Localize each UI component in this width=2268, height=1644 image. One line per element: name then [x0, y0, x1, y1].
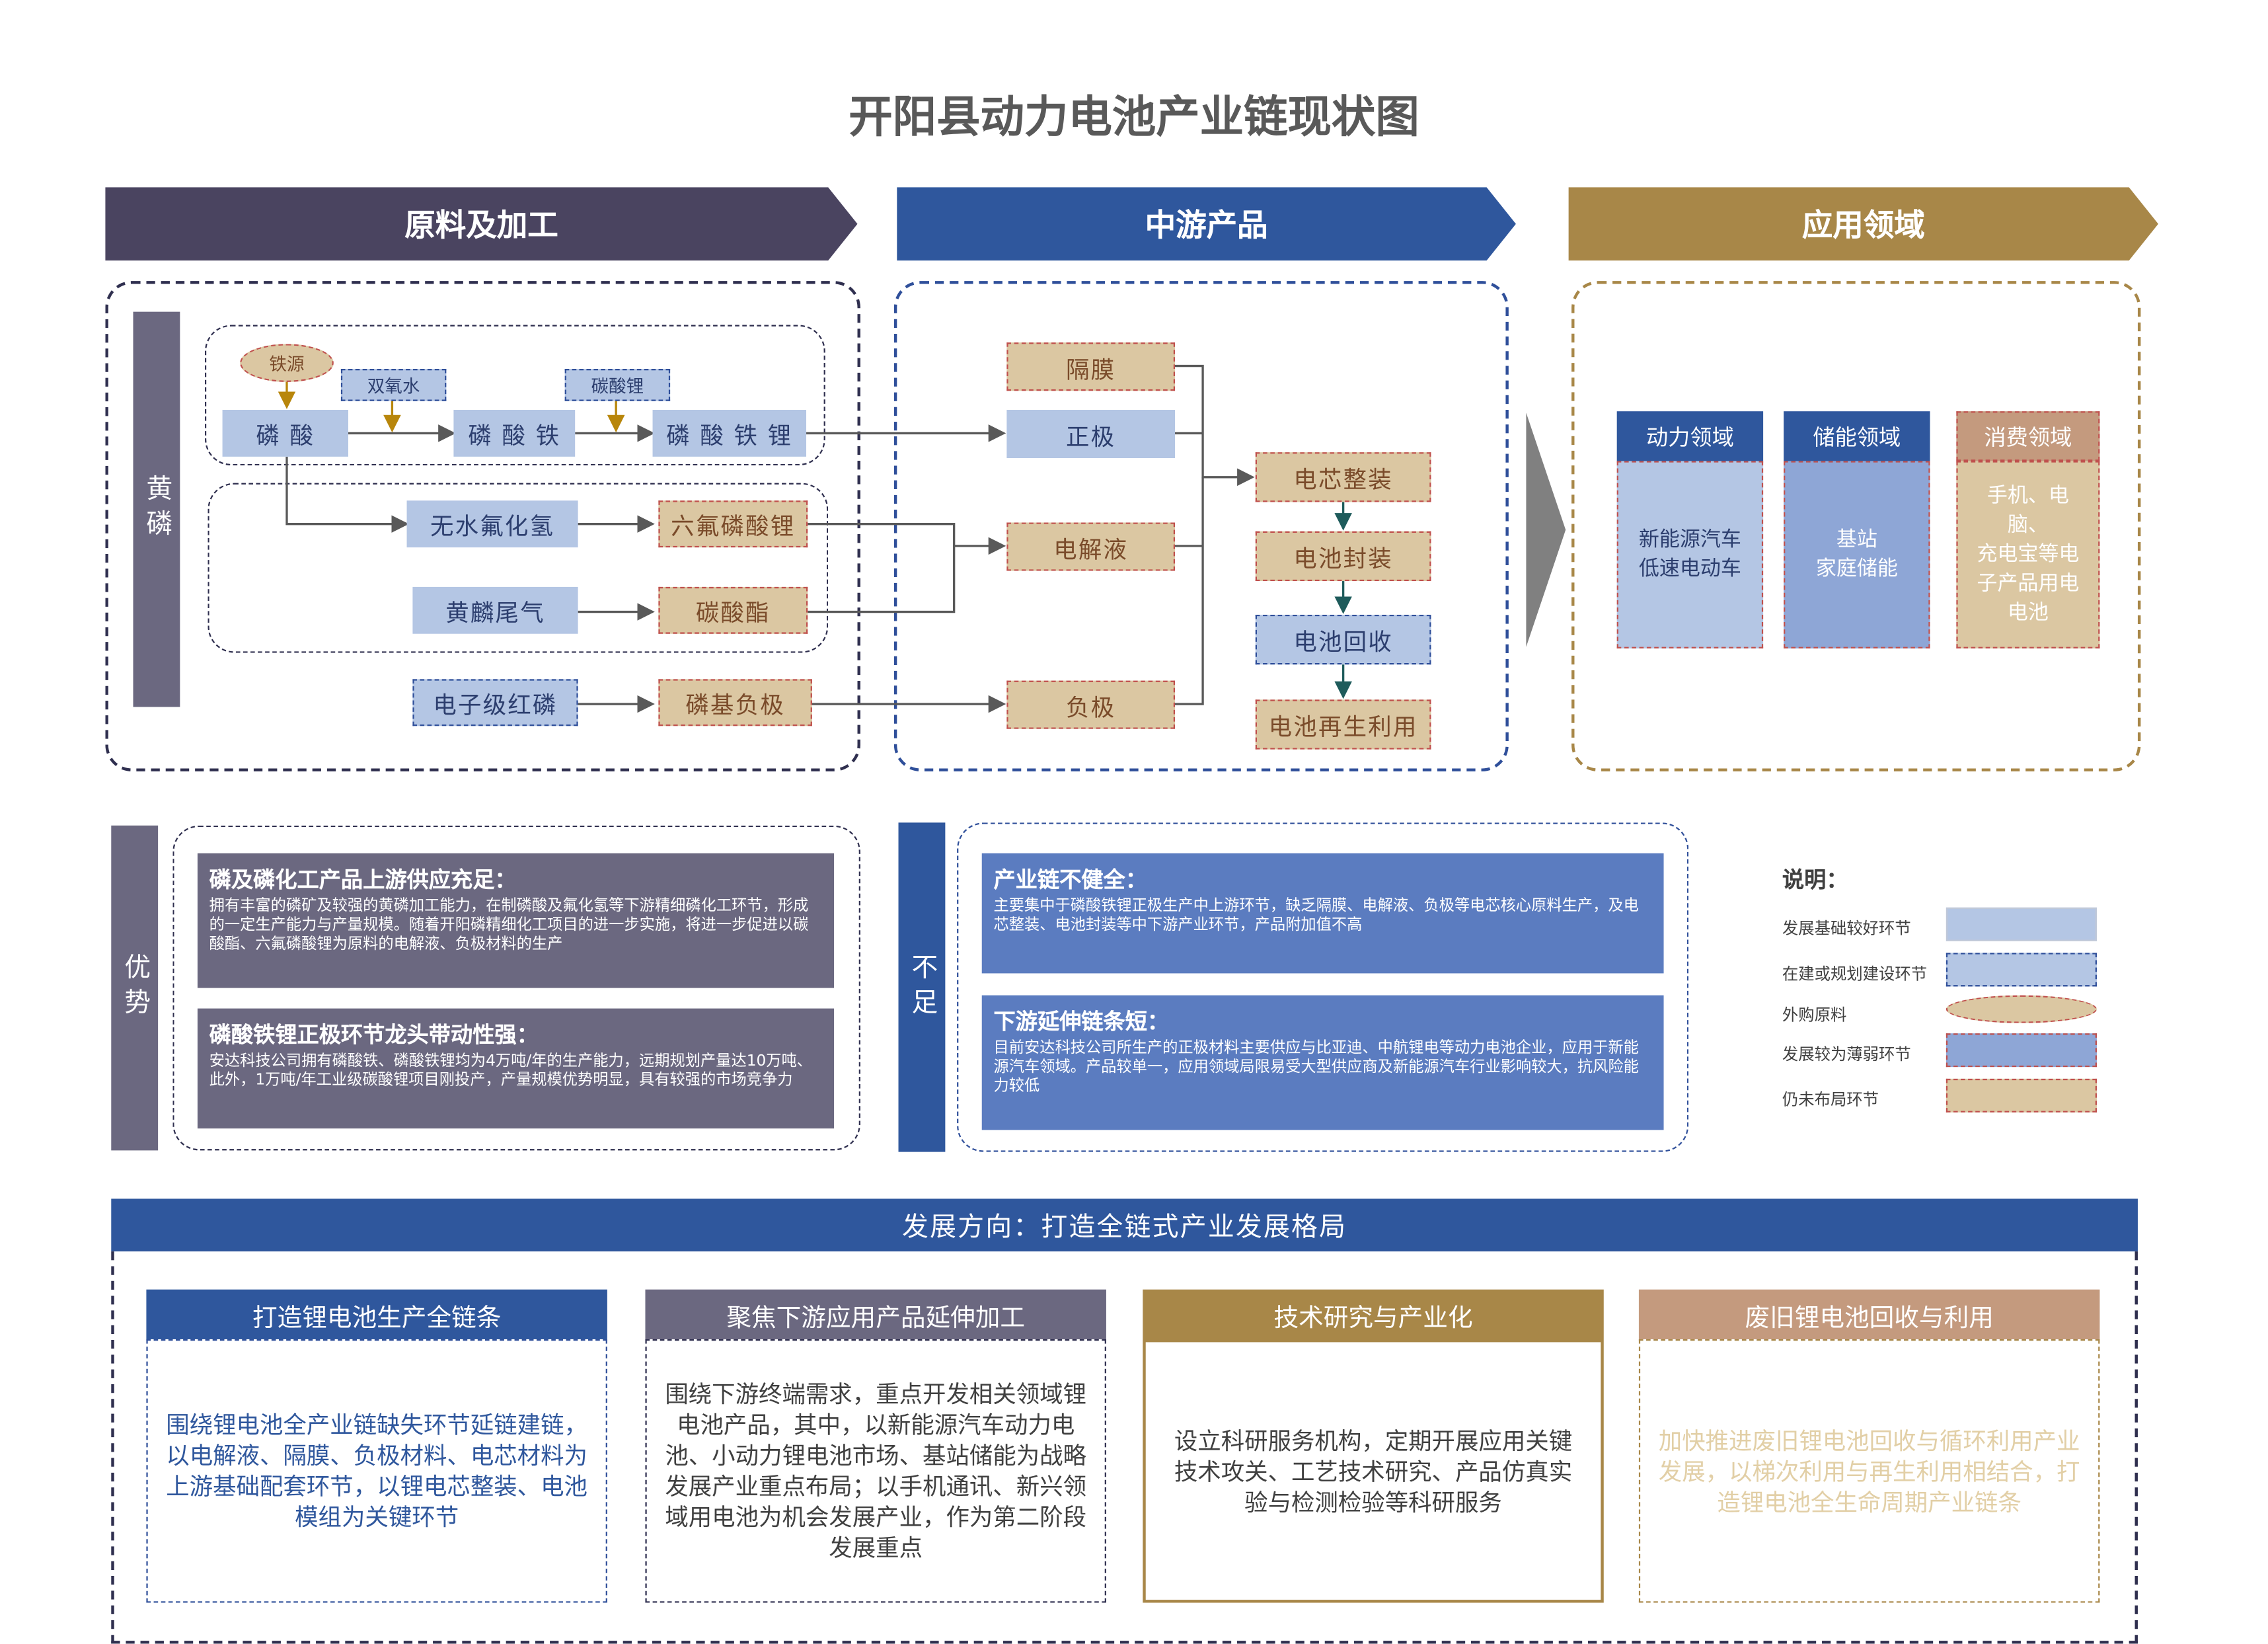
raw-banner-label: 原料及加工	[404, 208, 558, 243]
app-col-storage-body: 基站 家庭储能	[1784, 461, 1930, 648]
legend-swatch-good	[1946, 907, 2097, 941]
legend-label-tan: 仍未布局环节	[1782, 1090, 1879, 1110]
p-anode-node: 磷基负极	[658, 679, 812, 726]
mid-banner-arrow	[897, 187, 1516, 261]
legend-label-weak: 发展较为薄弱环节	[1782, 1044, 1911, 1064]
direction-card-4-head: 废旧锂电池回收与利用	[1638, 1289, 2100, 1339]
flow-arrow	[1526, 412, 1566, 647]
advantage-card-2: 磷酸铁锂正极环节龙头带动性强： 安达科技公司拥有磷酸铁、磷酸铁锂均为4万吨/年的…	[197, 1008, 835, 1129]
anode-node: 负极	[1006, 680, 1176, 729]
advantage-2-head: 磷酸铁锂正极环节龙头带动性强：	[209, 1021, 539, 1048]
iron-phosphate-node: 磷 酸 铁	[453, 409, 576, 457]
advantage-1-head: 磷及磷化工产品上游供应充足：	[209, 866, 517, 893]
legend-swatch-tan	[1946, 1078, 2097, 1113]
advantages-frame	[172, 825, 860, 1151]
app-col-power-head: 动力领域	[1616, 411, 1764, 461]
app-col-consumer-body: 手机、电 脑、 充电宝等电 子产品用电 电池	[1956, 461, 2100, 648]
lipf6-node: 六氟磷酸锂	[658, 500, 808, 548]
direction-header: 发展方向：打造全链式产业发展格局	[111, 1198, 2138, 1252]
weakness-frame	[957, 822, 1689, 1152]
weakness-1-head: 产业链不健全：	[993, 866, 1147, 893]
weakness-card-1: 产业链不健全： 主要集中于磷酸铁锂正极生产中上游环节，缺乏隔膜、电解液、负极等电…	[981, 853, 1664, 974]
mid-frame	[893, 281, 1509, 771]
recycle-node: 电池回收	[1255, 614, 1431, 665]
fluorine-chain-group	[208, 483, 829, 653]
direction-card-3-head: 技术研究与产业化	[1143, 1289, 1604, 1339]
advantage-1-body: 拥有丰富的磷矿及较强的黄磷加工能力，在制磷酸及氟化氢等下游精细磷化工环节，形成的…	[209, 897, 809, 953]
legend-swatch-ellipse	[1946, 995, 2097, 1023]
legend-swatch-dash	[1946, 953, 2097, 987]
advantage-card-1: 磷及磷化工产品上游供应充足： 拥有丰富的磷矿及较强的黄磷加工能力，在制磷酸及氟化…	[197, 853, 835, 988]
direction-card-2-body: 围绕下游终端需求，重点开发相关领域锂电池产品，其中，以新能源汽车动力电池、小动力…	[645, 1339, 1106, 1603]
direction-card-1-head: 打造锂电池生产全链条	[146, 1289, 607, 1339]
weakness-card-2: 下游延伸链条短： 目前安达科技公司所生产的正极材料主要供应与比亚迪、中航锂电等动…	[981, 995, 1664, 1130]
raw-frame	[105, 281, 860, 771]
app-col-consumer-head: 消费领域	[1956, 411, 2100, 461]
separator-node: 隔膜	[1006, 342, 1176, 391]
app-banner-label: 应用领域	[1801, 208, 1925, 243]
weakness-1-body: 主要集中于磷酸铁锂正极生产中上游环节，缺乏隔膜、电解液、负极等电芯核心原料生产，…	[993, 897, 1639, 934]
cathode-node: 正极	[1006, 409, 1176, 459]
legend-title: 说明：	[1782, 866, 1848, 893]
direction-card-1-body: 围绕锂电池全产业链缺失环节延链建链，以电解液、隔膜、负极材料、电芯材料为上游基础…	[146, 1339, 607, 1603]
hydrogen-peroxide-node: 双氧水	[340, 368, 447, 401]
app-col-power-body: 新能源汽车 低速电动车	[1616, 461, 1764, 648]
iron-chain-group	[204, 325, 825, 466]
app-banner-arrow	[1568, 187, 2158, 261]
weakness-side-label: 不足	[898, 822, 946, 1152]
direction-card-3-body: 设立科研服务机构，定期开展应用关键技术攻关、工艺技术研究、产品仿真实验与检测检验…	[1143, 1339, 1604, 1603]
mid-banner-label: 中游产品	[1145, 208, 1268, 243]
legend-label-good: 发展基础较好环节	[1782, 919, 1911, 939]
legend-label-dash: 在建或规划建设环节	[1782, 964, 1928, 984]
weakness-2-body: 目前安达科技公司所生产的正极材料主要供应与比亚迪、中航锂电等动力电池企业，应用于…	[993, 1039, 1639, 1095]
legend-swatch-weak	[1946, 1033, 2097, 1068]
electrolyte-node: 电解液	[1006, 522, 1176, 571]
app-frame	[1571, 281, 2141, 771]
weakness-2-head: 下游延伸链条短：	[993, 1008, 1170, 1035]
hf-node: 无水氟化氢	[406, 500, 578, 548]
app-col-storage-head: 储能领域	[1784, 411, 1930, 461]
legend-label-ellipse: 外购原料	[1782, 1005, 1847, 1025]
lithium-carbonate-node: 碳酸锂	[564, 368, 671, 401]
iron-source-node: 铁源	[240, 344, 334, 382]
cell-assembly-node: 电芯整装	[1255, 452, 1431, 502]
advantages-side-label: 优势	[111, 825, 159, 1151]
lfp-node: 磷 酸 铁 锂	[652, 409, 807, 457]
raw-banner-arrow	[105, 187, 858, 261]
raw-side-label: 黄磷	[133, 311, 180, 707]
reuse-node: 电池再生利用	[1255, 699, 1431, 750]
direction-card-2-head: 聚焦下游应用产品延伸加工	[645, 1289, 1106, 1339]
carbonate-ester-node: 碳酸酯	[658, 586, 808, 634]
advantage-2-body: 安达科技公司拥有磷酸铁、磷酸铁锂均为4万吨/年的生产能力，远期规划产量达10万吨…	[209, 1052, 813, 1089]
direction-card-4-body: 加快推进废旧锂电池回收与循环利用产业发展，以梯次利用与再生利用相结合，打造锂电池…	[1638, 1339, 2100, 1603]
red-phosphorus-node: 电子级红磷	[412, 679, 578, 726]
tail-gas-node: 黄麟尾气	[412, 586, 578, 634]
phosphoric-acid-node: 磷 酸	[222, 409, 348, 457]
battery-pack-node: 电池封装	[1255, 531, 1431, 582]
page-title: 开阳县动力电池产业链现状图	[849, 92, 1419, 143]
